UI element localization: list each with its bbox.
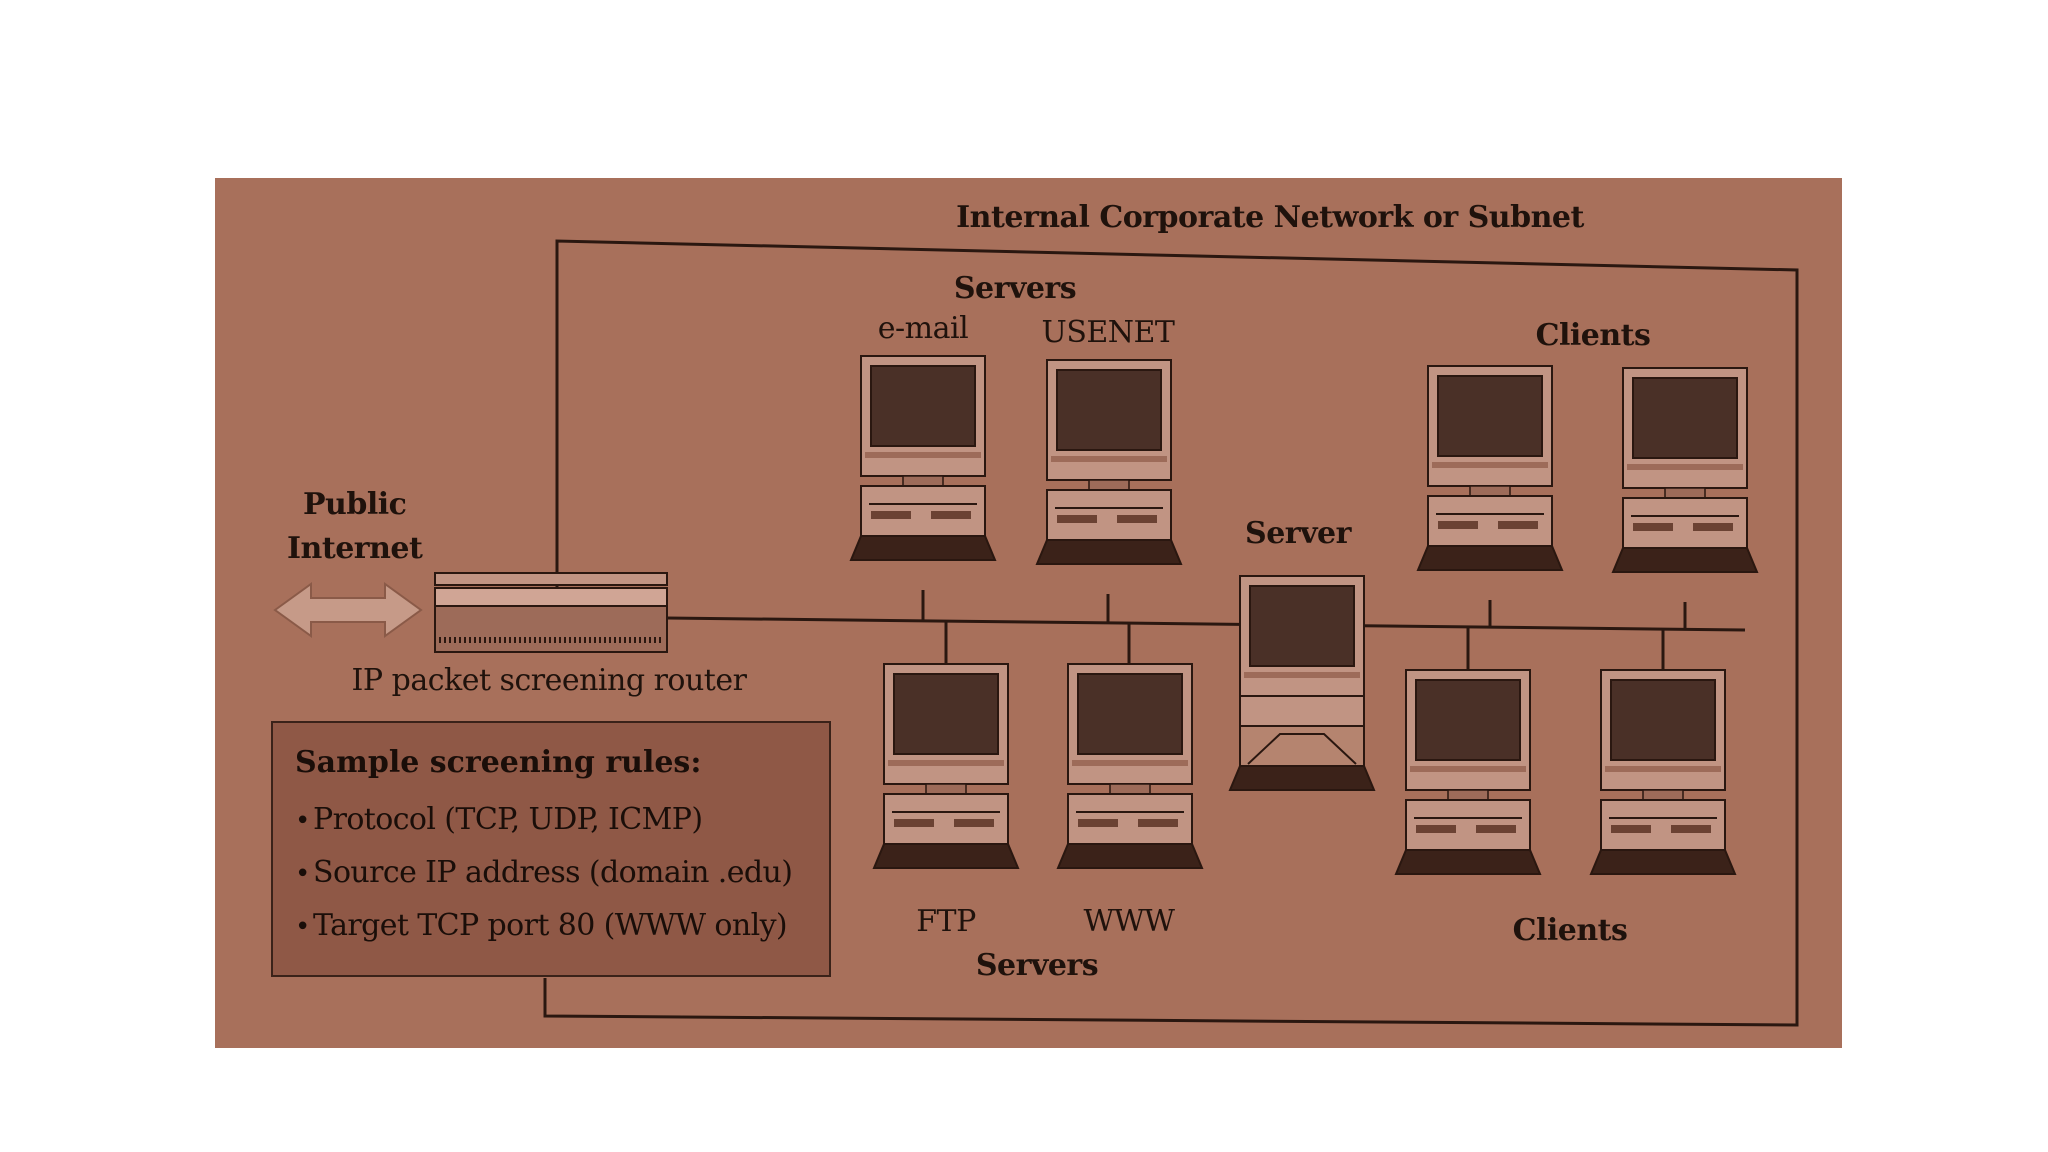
usenet-label: USENET (1042, 315, 1175, 350)
bullet-icon: • (295, 796, 313, 847)
email-server-icon (851, 356, 995, 560)
servers-top-heading: Servers (954, 271, 1076, 306)
screening-rules-box: Sample screening rules: •Protocol (TCP, … (271, 721, 831, 977)
network-title: Internal Corporate Network or Subnet (956, 200, 1584, 235)
email-label: e-mail (878, 311, 968, 346)
rule-item: •Target TCP port 80 (WWW only) (295, 900, 829, 953)
client-icon-4 (1591, 670, 1735, 874)
clients-bottom-heading: Clients (1513, 913, 1628, 948)
router-icon (435, 573, 667, 652)
rule-text: Protocol (TCP, UDP, ICMP) (313, 802, 702, 837)
public-internet-label: Public Internet (287, 483, 422, 571)
network-diagram: Internal Corporate Network or Subnet Pub… (215, 178, 1842, 1048)
servers-bottom-heading: Servers (976, 948, 1098, 983)
ftp-server-icon (874, 664, 1018, 868)
rule-text: Source IP address (domain .edu) (313, 855, 792, 890)
router-label: IP packet screening router (352, 663, 747, 698)
rule-item: •Source IP address (domain .edu) (295, 847, 829, 900)
clients-top-heading: Clients (1536, 318, 1651, 353)
www-server-icon (1058, 664, 1202, 868)
bullet-icon: • (295, 902, 313, 953)
client-icon-2 (1613, 368, 1757, 572)
middle-server-label: Server (1245, 516, 1351, 551)
www-label: WWW (1083, 904, 1174, 939)
ftp-label: FTP (916, 904, 976, 939)
client-icon-3 (1396, 670, 1540, 874)
rules-title: Sample screening rules: (295, 745, 829, 780)
middle-server-icon (1230, 576, 1374, 790)
client-icon-1 (1418, 366, 1562, 570)
rule-item: •Protocol (TCP, UDP, ICMP) (295, 794, 829, 847)
rule-text: Target TCP port 80 (WWW only) (313, 908, 787, 943)
bullet-icon: • (295, 849, 313, 900)
double-arrow-icon (275, 584, 421, 636)
usenet-server-icon (1037, 360, 1181, 564)
